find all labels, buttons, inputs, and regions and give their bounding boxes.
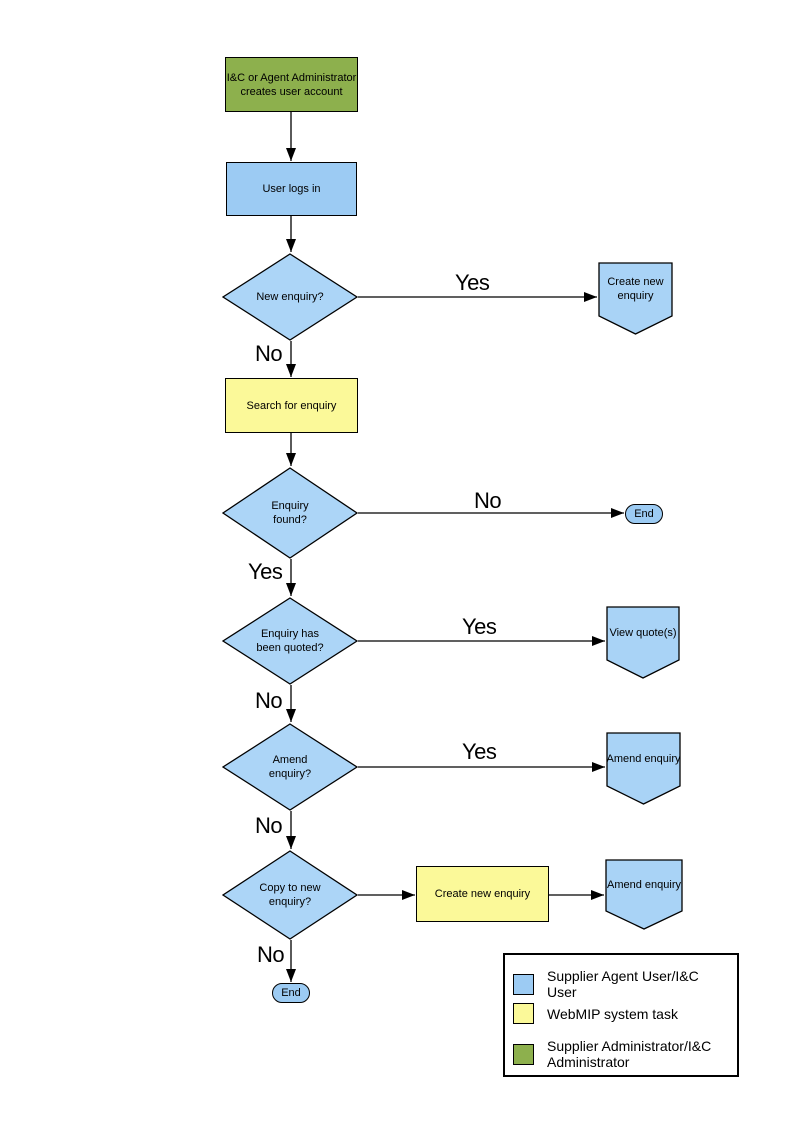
legend-swatch-blue	[513, 973, 534, 995]
diamond-shape	[222, 850, 358, 940]
legend-label: WebMIP system task	[547, 1005, 678, 1022]
node-label: End	[281, 987, 301, 999]
legend-label: Supplier Administrator/I&C Administrator	[547, 1038, 712, 1070]
node-amend-enquiry-offpage-2: Amend enquiry	[605, 859, 683, 930]
diamond-shape	[222, 467, 358, 559]
edge-label-no-amend: No	[255, 813, 283, 838]
node-view-quotes-offpage: View quote(s)	[606, 606, 680, 679]
node-label: Create new enquiry	[434, 888, 531, 900]
node-label: Enquiry has been quoted?	[256, 628, 324, 654]
legend: Supplier Agent User/I&C User WebMIP syst…	[503, 953, 739, 1077]
edge-label-yes-quoted: Yes	[462, 614, 497, 639]
edge-label-yes-amend: Yes	[462, 739, 497, 764]
node-label: Amend enquiry	[606, 753, 681, 765]
node-end-right: End	[625, 504, 663, 524]
legend-swatch-green	[513, 1043, 534, 1065]
node-label: View quote(s)	[609, 627, 677, 639]
offpage-shape	[598, 262, 673, 335]
node-new-enquiry-decision: New enquiry?	[222, 253, 358, 341]
offpage-shape	[605, 859, 683, 930]
node-amend-enquiry-decision: Amend enquiry?	[222, 723, 358, 811]
node-enquiry-quoted-decision: Enquiry has been quoted?	[222, 597, 358, 685]
node-label: Create new enquiry	[607, 276, 664, 302]
node-label: Amend enquiry?	[268, 754, 312, 780]
node-copy-to-new-decision: Copy to new enquiry?	[222, 850, 358, 940]
edge-label-no-quoted: No	[255, 688, 283, 713]
legend-item-supplier-agent-user: Supplier Agent User/I&C User	[513, 968, 733, 1000]
node-user-logs-in: User logs in	[226, 162, 357, 216]
node-label: Search for enquiry	[246, 399, 337, 412]
node-end-bottom: End	[272, 983, 310, 1003]
diamond-shape	[222, 723, 358, 811]
node-label: User logs in	[262, 183, 321, 195]
node-label: New enquiry?	[256, 291, 324, 303]
legend-label: Supplier Agent User/I&C User	[547, 968, 699, 1000]
edge-label-no-new-enquiry: No	[255, 341, 283, 366]
node-search-for-enquiry: Search for enquiry	[225, 378, 358, 433]
legend-item-supplier-administrator: Supplier Administrator/I&C Administrator	[513, 1038, 733, 1070]
node-amend-enquiry-offpage-1: Amend enquiry	[606, 732, 681, 805]
edge-label-no-enquiry-found: No	[474, 488, 502, 513]
node-enquiry-found-decision: Enquiry found?	[222, 467, 358, 559]
node-label: Amend enquiry	[607, 879, 681, 892]
offpage-shape	[606, 606, 680, 679]
node-label: Copy to new enquiry?	[259, 882, 321, 908]
diamond-shape	[222, 253, 358, 341]
node-admin-creates-account: I&C or Agent Administrator creates user …	[225, 57, 358, 112]
edge-label-yes-enquiry-found: Yes	[248, 559, 283, 584]
node-label: End	[634, 508, 654, 520]
offpage-shape	[606, 732, 681, 805]
legend-swatch-yellow	[513, 1003, 534, 1024]
legend-item-webmip-task: WebMIP system task	[513, 1003, 733, 1024]
node-label: Enquiry found?	[271, 500, 309, 526]
node-label: I&C or Agent Administrator creates user …	[226, 71, 357, 98]
node-create-new-enquiry-offpage: Create new enquiry	[598, 262, 673, 335]
edge-label-yes-new-enquiry: Yes	[455, 270, 490, 295]
node-create-new-enquiry-task: Create new enquiry	[416, 866, 549, 922]
edge-label-no-copy: No	[257, 942, 285, 967]
diamond-shape	[222, 597, 358, 685]
